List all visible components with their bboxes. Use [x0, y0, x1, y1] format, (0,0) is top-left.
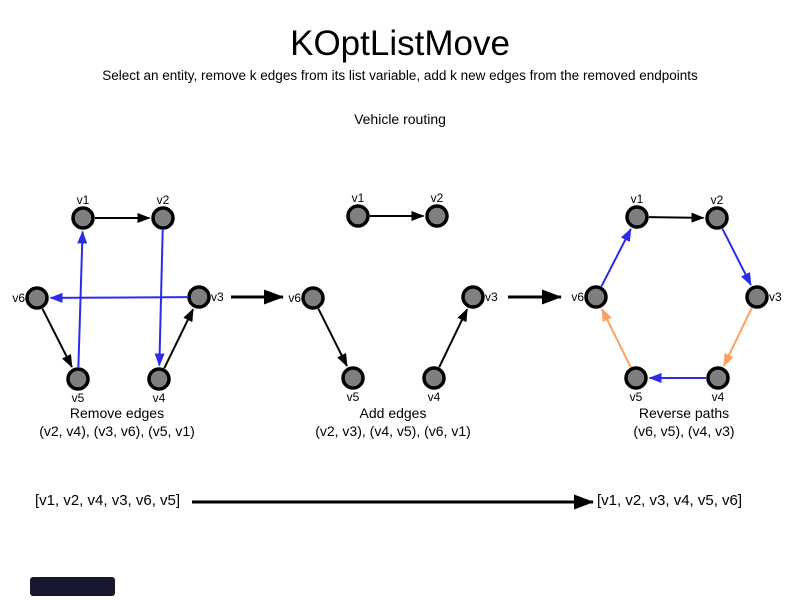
node-v6-graph3 — [584, 285, 608, 309]
node-label-v3-graph2: v3 — [485, 290, 498, 304]
caption-add-detail: (v2, v3), (v4, v5), (v6, v1) — [315, 423, 471, 439]
node-v2-graph1 — [151, 206, 175, 230]
before-list-text: [v1, v2, v4, v3, v6, v5] — [35, 492, 181, 509]
node-v4-graph1 — [147, 367, 171, 391]
caption-remove-edges: Remove edges (v2, v4), (v3, v6), (v5, v1… — [39, 404, 195, 440]
page-subtitle: Select an entity, remove k edges from it… — [102, 68, 698, 83]
node-label-v1-graph2: v1 — [351, 191, 365, 205]
caption-remove-detail: (v2, v4), (v3, v6), (v5, v1) — [39, 423, 195, 439]
node-label-v1-graph1: v1 — [76, 193, 90, 207]
node-label-v2-graph2: v2 — [430, 191, 444, 205]
node-label-v6-graph1: v6 — [12, 291, 25, 305]
node-v1-graph2 — [346, 204, 370, 228]
use-case-label: Vehicle routing — [354, 111, 446, 127]
node-v1-graph1 — [71, 206, 95, 230]
edge-v4-v3 — [163, 308, 194, 369]
edge-v1-v2 — [648, 212, 705, 223]
caption-remove-title: Remove edges — [69, 405, 165, 421]
edge-v3-v4 — [722, 307, 753, 367]
after-list-text: [v1, v2, v3, v4, v5, v6] — [597, 492, 743, 509]
node-label-v2-graph3: v2 — [710, 193, 724, 207]
node-label-v6-graph2: v6 — [288, 291, 301, 305]
node-label-v3-graph3: v3 — [769, 290, 782, 304]
node-label-v5-graph3: v5 — [629, 390, 643, 404]
node-v4-graph3 — [706, 366, 730, 390]
node-v1-graph3 — [625, 205, 649, 229]
node-label-v4-graph2: v4 — [427, 390, 441, 404]
bottom-left-dark-bar — [30, 577, 115, 596]
node-label-v6-graph3: v6 — [571, 290, 584, 304]
node-label-v4-graph1: v4 — [152, 391, 166, 405]
node-v6-graph2 — [301, 286, 325, 310]
caption-add-title: Add edges — [359, 405, 427, 421]
caption-reverse-title: Reverse paths — [638, 405, 730, 421]
node-v6-graph1 — [25, 286, 49, 310]
edge-v6-v5 — [41, 308, 73, 368]
node-v5-graph1 — [66, 367, 90, 391]
edge-v6-v5 — [317, 308, 348, 367]
node-v3-graph2 — [461, 285, 485, 309]
node-v3-graph1 — [187, 285, 211, 309]
edge-v5-v1 — [77, 230, 88, 368]
node-label-v4-graph3: v4 — [711, 390, 725, 404]
edge-v3-v6 — [49, 292, 188, 303]
caption-add-edges: Add edges (v2, v3), (v4, v5), (v6, v1) — [315, 404, 471, 440]
edge-v5-v6 — [601, 308, 632, 368]
node-label-v5-graph1: v5 — [71, 391, 85, 405]
node-label-v2-graph1: v2 — [156, 193, 170, 207]
node-v2-graph3 — [705, 206, 729, 230]
caption-reverse-detail: (v6, v5), (v4, v3) — [633, 423, 735, 439]
node-v3-graph3 — [745, 285, 769, 309]
node-v2-graph2 — [425, 204, 449, 228]
edge-v2-v3 — [721, 228, 752, 286]
page-title: KOptListMove — [290, 24, 510, 63]
edge-v6-v1 — [600, 228, 632, 287]
node-v4-graph2 — [422, 366, 446, 390]
node-v5-graph2 — [341, 366, 365, 390]
caption-reverse-paths: Reverse paths (v6, v5), (v4, v3) — [633, 404, 734, 440]
node-label-v5-graph2: v5 — [346, 390, 360, 404]
edge-v4-v3 — [438, 308, 469, 368]
node-label-v1-graph3: v1 — [630, 192, 644, 206]
node-label-v3-graph1: v3 — [211, 290, 224, 304]
node-v5-graph3 — [624, 366, 648, 390]
